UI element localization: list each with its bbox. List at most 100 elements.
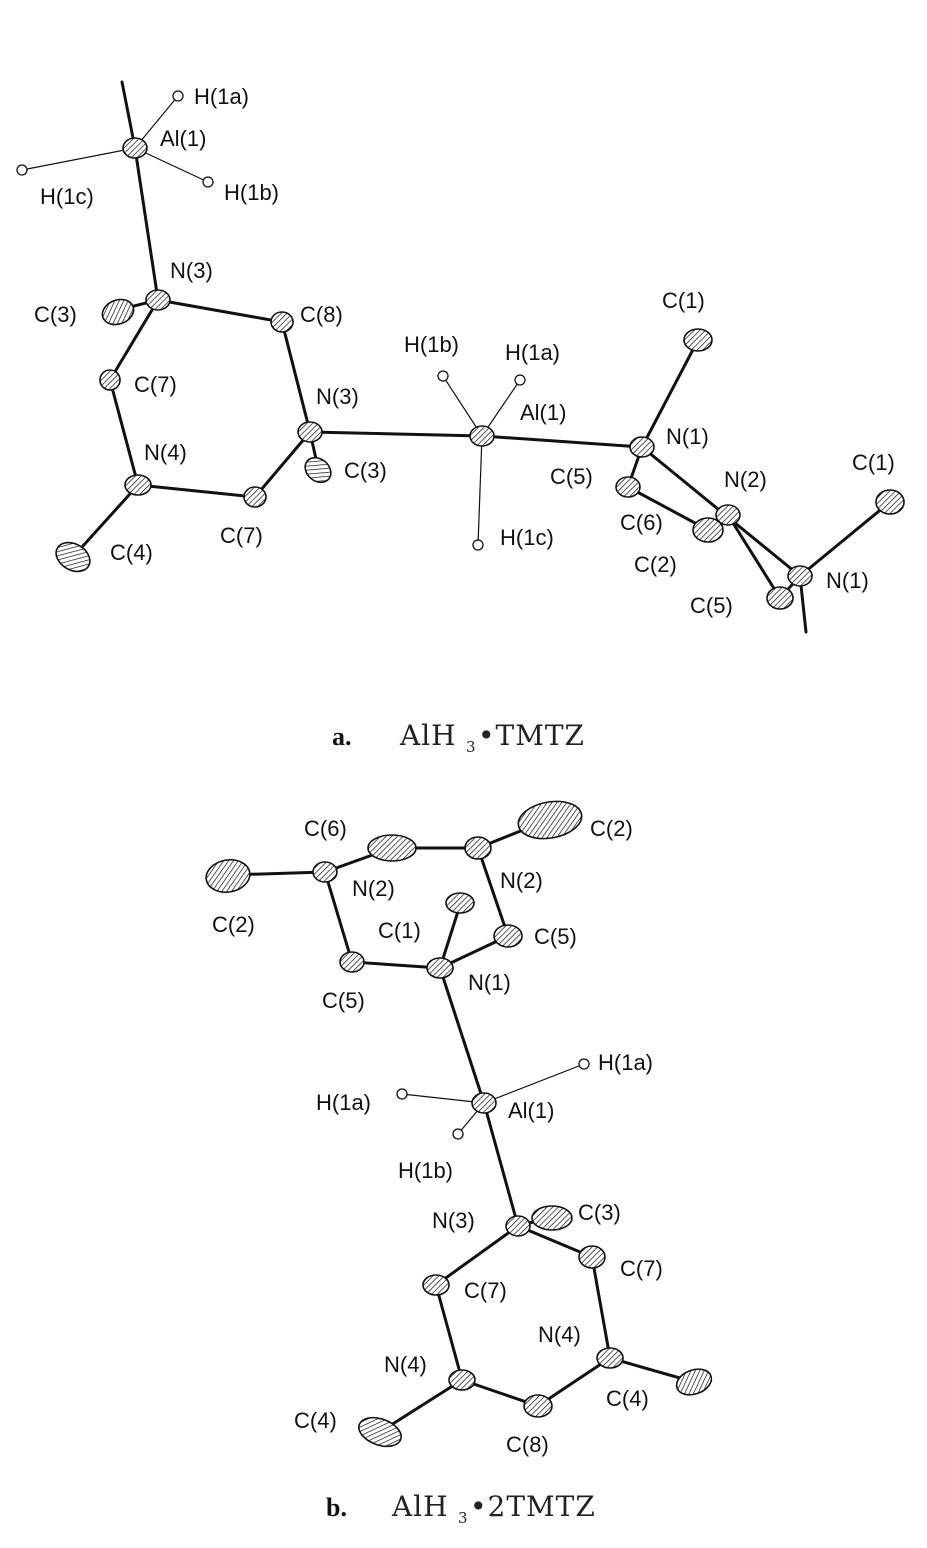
atom-h1a-center: [514, 374, 526, 386]
atom-h1b-center: [437, 370, 449, 382]
atom-b-c8: [523, 1394, 553, 1418]
caption-b-letter: b.: [326, 1493, 347, 1522]
caption-a-formula-suffix: •TMTZ: [478, 719, 585, 752]
atom-b-c4r: [675, 1368, 713, 1396]
atom-b-n4r: [596, 1347, 624, 1369]
atom-n3: [145, 289, 171, 311]
atom-al1-center: [469, 425, 495, 447]
label-c3: C(3): [34, 302, 77, 327]
atom-c1b: [875, 489, 905, 515]
atom-c3: [101, 298, 135, 326]
label-h1c-center: H(1c): [500, 525, 554, 550]
atom-b-c7r: [578, 1245, 606, 1269]
panel-b-labels: C(6) C(2) C(2) N(2) N(2) C(1) C(5) C(5) …: [212, 816, 663, 1457]
atom-n2: [715, 504, 741, 526]
atom-b-n4l: [448, 1369, 476, 1391]
label-b-c2-right: C(2): [590, 816, 633, 841]
label-b-c7-right: C(7): [620, 1256, 663, 1281]
label-c4: C(4): [110, 540, 153, 565]
atom-b-n2r: [464, 836, 492, 860]
label-b-c7-left: C(7): [464, 1278, 507, 1303]
label-h1b-center: H(1b): [404, 332, 459, 357]
panel-a-labels: H(1a) Al(1) H(1c) H(1b) N(3) C(3) C(8) C…: [34, 84, 895, 618]
label-b-c4-left: C(4): [294, 1408, 337, 1433]
label-c6: C(6): [620, 510, 663, 535]
label-h1b: H(1b): [224, 180, 279, 205]
atom-h1b: [202, 176, 214, 188]
atom-n1: [629, 436, 655, 458]
panel-b-structure: C(6) C(2) C(2) N(2) N(2) C(1) C(5) C(5) …: [205, 800, 713, 1527]
atom-c6: [692, 517, 724, 543]
label-al1: Al(1): [160, 126, 206, 151]
atom-b-h1b: [452, 1128, 464, 1140]
label-h1a: H(1a): [194, 84, 249, 109]
caption-b-formula-sub: 3: [458, 1509, 468, 1527]
atom-c4: [55, 541, 91, 573]
label-b-n4-right: N(4): [538, 1322, 581, 1347]
atom-b-c2r: [517, 800, 583, 840]
atom-b-c4l: [358, 1416, 402, 1448]
atom-h1c: [16, 164, 28, 176]
label-b-n2-right: N(2): [500, 868, 543, 893]
panel-a-structure: H(1a) Al(1) H(1c) H(1b) N(3) C(3) C(8) C…: [16, 80, 905, 756]
label-n3b: N(3): [316, 384, 359, 409]
label-b-c2-left: C(2): [212, 912, 255, 937]
atom-b-al1: [471, 1092, 497, 1114]
panel-b-caption: b. AlH 3 •2TMTZ: [326, 1490, 596, 1527]
atom-b-c2l: [205, 858, 251, 894]
panel-a-atoms: [16, 90, 905, 610]
label-n3: N(3): [170, 258, 213, 283]
atom-b-h1a-right: [578, 1058, 590, 1070]
panel-a-caption: a. AlH 3 •TMTZ: [332, 719, 585, 756]
label-c7: C(7): [134, 372, 177, 397]
atom-b-n1: [426, 957, 454, 979]
label-b-c1: C(1): [378, 918, 421, 943]
label-b-n2-left: N(2): [352, 876, 395, 901]
label-b-n4-left: N(4): [384, 1352, 427, 1377]
panel-b-atoms: [205, 800, 713, 1448]
label-al1-center: Al(1): [520, 400, 566, 425]
atom-b-c5r: [493, 924, 523, 948]
label-h1a-center: H(1a): [505, 340, 560, 365]
atom-c1: [683, 328, 713, 352]
atom-h1a: [172, 90, 184, 102]
label-c5b: C(5): [690, 593, 733, 618]
caption-b-formula-prefix: AlH: [391, 1490, 449, 1523]
atom-b-c6: [367, 834, 417, 862]
caption-a-formula-sub: 3: [466, 738, 476, 756]
label-b-h1a-left: H(1a): [316, 1090, 371, 1115]
label-c8: C(8): [300, 302, 343, 327]
label-c5: C(5): [550, 464, 593, 489]
atom-b-c3: [531, 1205, 573, 1231]
atom-n3b: [297, 421, 323, 443]
atom-h1c-center: [472, 539, 484, 551]
label-b-c8: C(8): [506, 1432, 549, 1457]
atom-n1b: [787, 565, 813, 587]
atom-b-c1: [445, 892, 475, 914]
label-b-c5-left: C(5): [322, 988, 365, 1013]
atom-b-n3: [505, 1215, 531, 1237]
atom-c5: [615, 476, 641, 498]
label-b-c4-right: C(4): [606, 1386, 649, 1411]
label-b-h1a-right: H(1a): [598, 1050, 653, 1075]
atom-al1: [122, 137, 148, 159]
label-b-h1b: H(1b): [398, 1158, 453, 1183]
atom-c5b: [766, 586, 794, 610]
label-b-c6: C(6): [304, 816, 347, 841]
atom-c3b: [304, 456, 332, 484]
label-h1c: H(1c): [40, 184, 94, 209]
caption-a-formula-prefix: AlH: [399, 719, 457, 752]
atom-b-c5l: [339, 951, 365, 973]
atom-b-c7l: [422, 1274, 450, 1296]
label-c1: C(1): [662, 288, 705, 313]
atom-b-h1a-left: [396, 1088, 408, 1100]
atom-b-n2l: [312, 861, 338, 883]
label-b-c5-right: C(5): [534, 924, 577, 949]
label-b-n1: N(1): [468, 970, 511, 995]
label-b-n3: N(3): [432, 1208, 475, 1233]
label-b-al1: Al(1): [508, 1098, 554, 1123]
caption-b-formula-suffix: •2TMTZ: [470, 1490, 596, 1523]
label-c7b: C(7): [220, 523, 263, 548]
atom-c8: [270, 311, 294, 333]
